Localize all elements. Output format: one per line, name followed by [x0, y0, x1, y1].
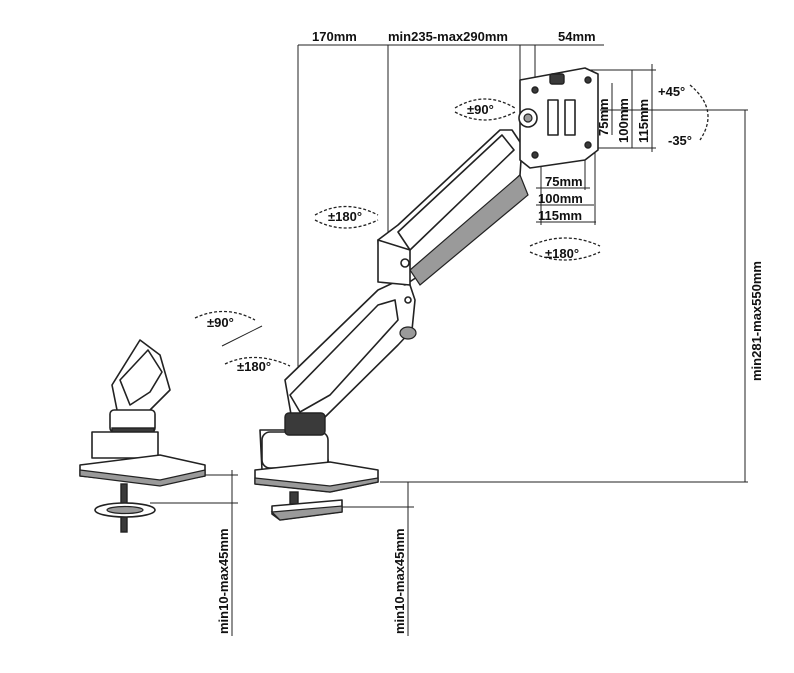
label-reach: min235-max290mm	[388, 29, 508, 44]
label-vesa-v75: 75mm	[596, 98, 611, 136]
label-tilt-down: -35°	[668, 133, 692, 148]
label-tilt-up: +45°	[658, 84, 685, 99]
label-clamp-left: min10-max45mm	[216, 529, 231, 635]
dimension-lines	[150, 44, 748, 636]
label-rotate-base: ±90°	[207, 315, 234, 330]
label-swivel-base: ±180°	[237, 359, 271, 374]
vesa-head	[518, 67, 599, 169]
label-swivel-head: ±180°	[545, 246, 579, 261]
label-vesa-h115: 115mm	[538, 208, 582, 223]
label-depth-54: 54mm	[558, 29, 596, 44]
lower-arm	[284, 281, 417, 436]
label-height: min281-max550mm	[749, 261, 764, 381]
rotation-arrows	[194, 84, 709, 367]
label-vesa-h75: 75mm	[545, 174, 583, 189]
left-base-clamp	[79, 339, 206, 533]
upper-arm	[377, 129, 529, 286]
label-vesa-h100: 100mm	[538, 191, 583, 206]
main-base-clamp	[254, 429, 379, 521]
label-width-170: 170mm	[312, 29, 357, 44]
label-swivel-arm: ±180°	[328, 209, 362, 224]
label-vesa-v100: 100mm	[616, 98, 631, 143]
label-clamp-right: min10-max45mm	[392, 529, 407, 635]
label-rotate-head: ±90°	[467, 102, 494, 117]
label-vesa-v115: 115mm	[636, 99, 651, 143]
